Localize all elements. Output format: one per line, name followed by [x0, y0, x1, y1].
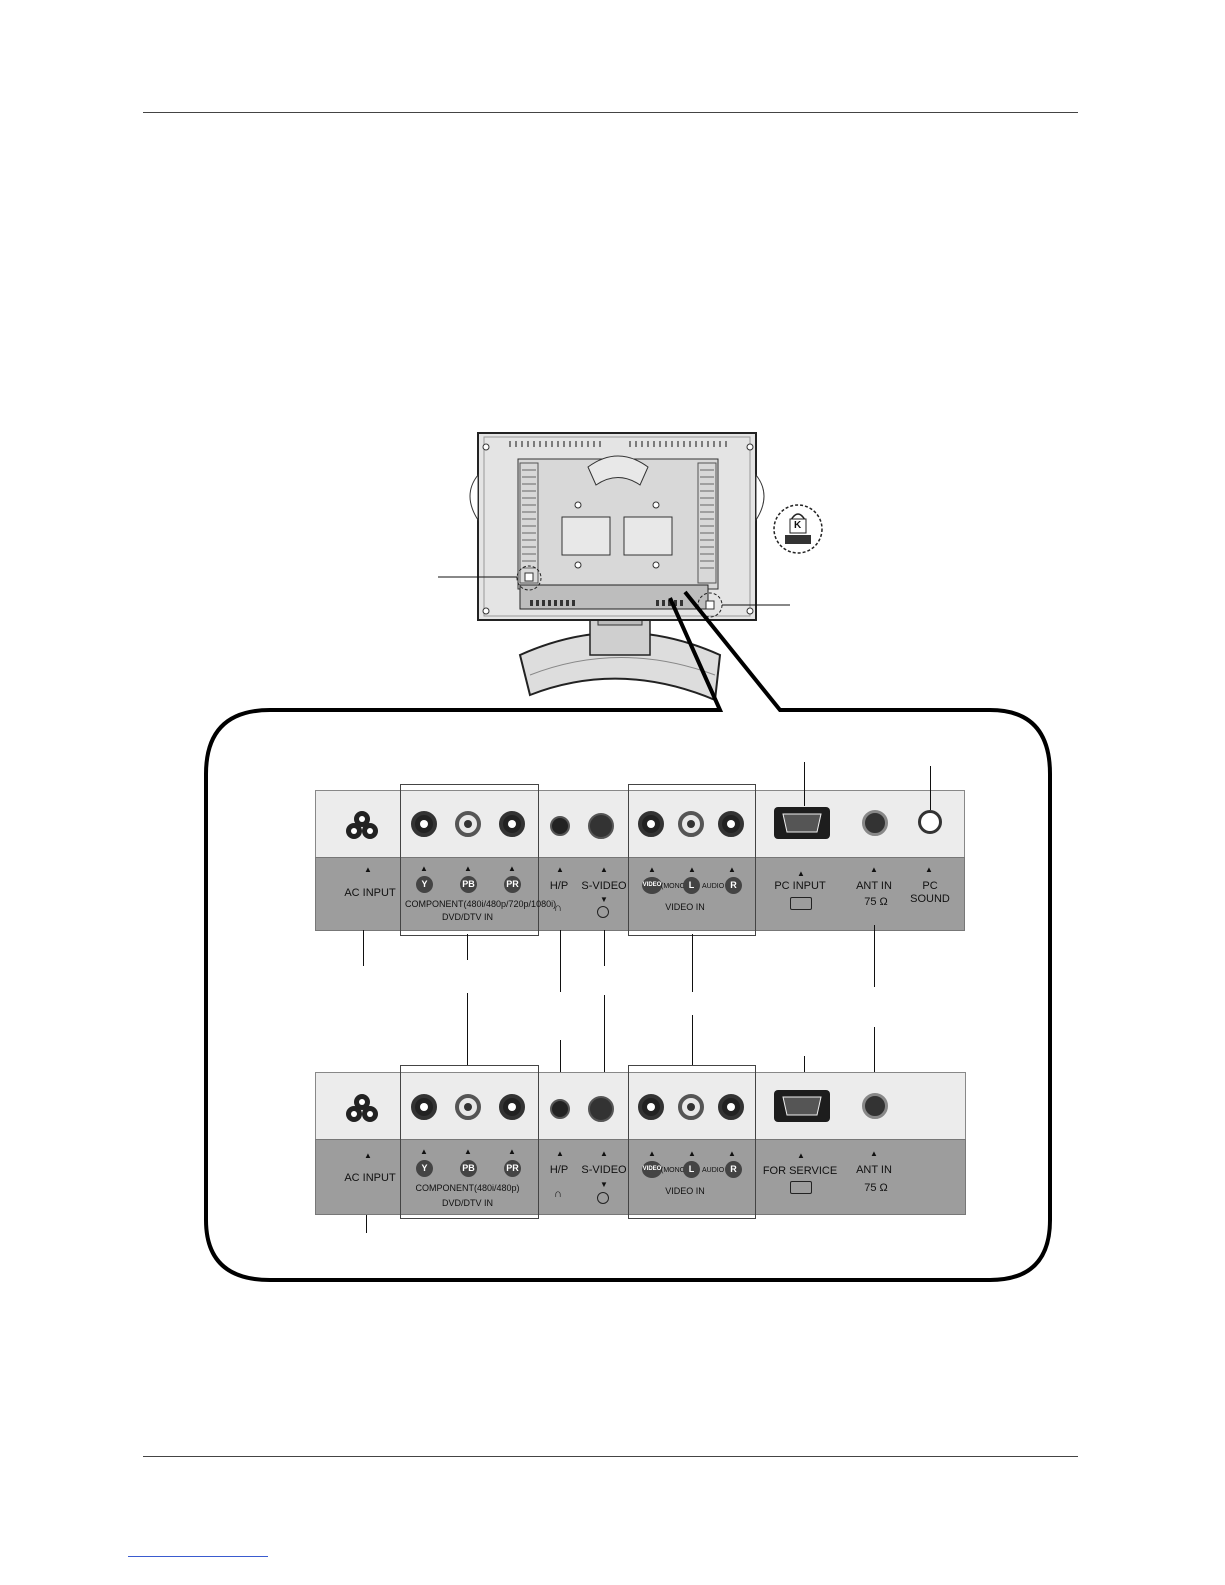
svideo-jack-2[interactable]: [588, 1096, 614, 1122]
pb-badge-2: PB: [460, 1160, 477, 1177]
component-y-jack[interactable]: [411, 811, 437, 837]
component-pr-jack-2[interactable]: [499, 1094, 525, 1120]
svideo-jack[interactable]: [588, 813, 614, 839]
video-in-label-2: VIDEO IN: [665, 1186, 705, 1196]
pc-sound-jack[interactable]: [918, 810, 942, 834]
video-badge-2: VIDEO: [642, 1161, 662, 1178]
lock-k-letter: K: [794, 520, 802, 531]
lock-detail: K: [772, 503, 824, 555]
audio-r-jack[interactable]: [718, 811, 744, 837]
service-dsub-port[interactable]: [773, 1089, 831, 1123]
component-label: COMPONENT(480i/480p/720p/1080i): [405, 899, 557, 909]
ac-input-label: AC INPUT: [344, 887, 396, 899]
ac-power-socket-icon: [346, 811, 378, 839]
component-pr-jack[interactable]: [499, 811, 525, 837]
video-jack[interactable]: [638, 811, 664, 837]
header-rule: [143, 112, 1078, 113]
component-pb-jack-2[interactable]: [455, 1094, 481, 1120]
ohm-label-2: 75 Ω: [864, 1182, 888, 1194]
ohm-label: 75 Ω: [864, 896, 888, 908]
pr-badge: PR: [504, 876, 521, 893]
pc-input-label: PC INPUT: [774, 880, 826, 892]
hp-label: H/P: [549, 880, 569, 892]
l-badge-2: L: [683, 1161, 700, 1178]
ac-input-label-2: AC INPUT: [344, 1172, 396, 1184]
r-badge-2: R: [725, 1161, 742, 1178]
ant-in-label-2: ANT IN: [856, 1164, 892, 1176]
y-badge: Y: [416, 876, 433, 893]
audio-l-jack[interactable]: [678, 811, 704, 837]
video-jack-2[interactable]: [638, 1094, 664, 1120]
footer-link-underline: [128, 1556, 268, 1557]
svideo-label-2: S-VIDEO: [581, 1164, 627, 1176]
video-in-label: VIDEO IN: [665, 902, 705, 912]
antenna-jack-2[interactable]: [862, 1093, 888, 1119]
r-badge: R: [725, 877, 742, 894]
headphone-icon: ∩: [554, 902, 562, 914]
pb-badge: PB: [460, 876, 477, 893]
mono-label-2: (MONO): [661, 1167, 688, 1174]
component-y-jack-2[interactable]: [411, 1094, 437, 1120]
audio-r-jack-2[interactable]: [718, 1094, 744, 1120]
ant-in-label: ANT IN: [856, 880, 892, 892]
component-label-2: COMPONENT(480i/480p): [415, 1183, 520, 1193]
headphone-jack[interactable]: [550, 816, 570, 836]
svideo-icon-2: [597, 1192, 609, 1204]
antenna-jack[interactable]: [862, 810, 888, 836]
zoom-callout-frame: [204, 590, 1052, 1282]
audio-label-2: AUDIO: [702, 1167, 725, 1174]
pr-badge-2: PR: [504, 1160, 521, 1177]
footer-rule: [143, 1456, 1078, 1457]
dvd-dtv-label-2: DVD/DTV IN: [441, 1198, 493, 1208]
svideo-icon: [597, 906, 609, 918]
hp-label-2: H/P: [549, 1164, 569, 1176]
service-port-icon: [790, 1181, 812, 1194]
ac-power-socket-icon-2: [346, 1094, 378, 1122]
pc-sound-label-1: PC: [922, 880, 938, 892]
for-service-label: FOR SERVICE: [762, 1165, 838, 1177]
pc-input-dsub-port[interactable]: [773, 806, 831, 840]
video-badge: VIDEO: [642, 877, 662, 894]
dvd-dtv-label: DVD/DTV IN: [441, 912, 493, 922]
audio-l-jack-2[interactable]: [678, 1094, 704, 1120]
svideo-label: S-VIDEO: [581, 880, 627, 892]
pc-input-icon: [790, 897, 812, 910]
y-badge-2: Y: [416, 1160, 433, 1177]
pc-sound-label-2: SOUND: [910, 893, 950, 905]
component-pb-jack[interactable]: [455, 811, 481, 837]
audio-label: AUDIO: [702, 883, 725, 890]
tv-rear-illustration: [438, 432, 790, 702]
l-badge: L: [683, 877, 700, 894]
headphone-icon-2: ∩: [554, 1188, 562, 1200]
headphone-jack-2[interactable]: [550, 1099, 570, 1119]
mono-label: (MONO): [661, 883, 688, 890]
